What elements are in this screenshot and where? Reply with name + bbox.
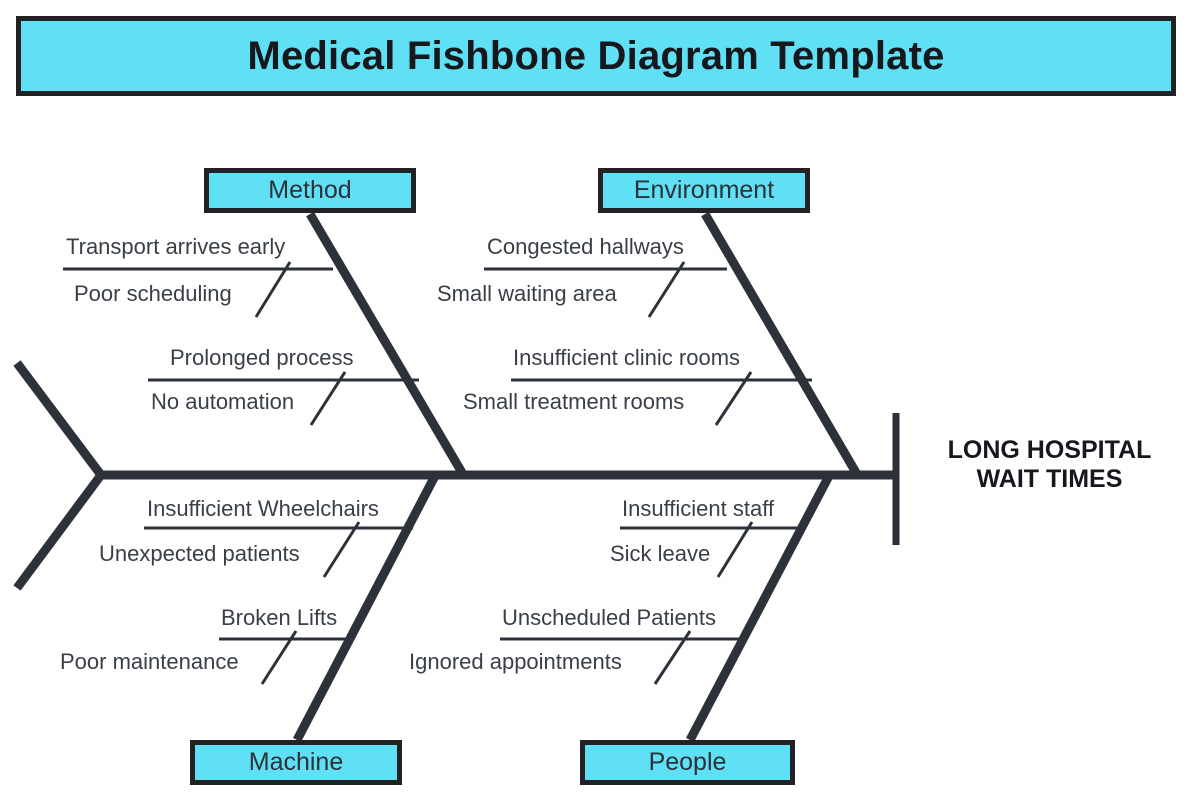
cause-method-g2-secondary: No automation bbox=[151, 389, 295, 414]
effect-statement: LONG HOSPITAL WAIT TIMES bbox=[912, 436, 1187, 494]
page-title: Medical Fishbone Diagram Template bbox=[247, 34, 945, 78]
cause-environment-g1-primary: Congested hallways bbox=[487, 234, 684, 259]
category-label-environment: Environment bbox=[633, 176, 775, 204]
category-box-method[interactable]: Method bbox=[204, 168, 416, 213]
category-label-people: People bbox=[648, 748, 727, 776]
category-box-people[interactable]: People bbox=[580, 740, 795, 785]
bone-people-g1-secondary bbox=[716, 521, 754, 578]
branch-people bbox=[686, 471, 834, 743]
category-label-machine: Machine bbox=[248, 748, 344, 776]
cause-people-g1-primary: Insufficient staff bbox=[622, 496, 775, 521]
effect-line-2: WAIT TIMES bbox=[976, 465, 1123, 493]
bone-machine-g2-secondary bbox=[260, 630, 298, 685]
cause-machine-g1-primary: Insufficient Wheelchairs bbox=[147, 496, 379, 521]
cause-method-g2-primary: Prolonged process bbox=[170, 345, 354, 370]
cause-method-g1-primary: Transport arrives early bbox=[66, 234, 286, 259]
bone-environment-g1-secondary bbox=[647, 261, 686, 318]
bone-people-g2-secondary bbox=[653, 630, 692, 685]
cause-people-g2-primary: Unscheduled Patients bbox=[502, 605, 717, 630]
bone-environment-g2-secondary bbox=[714, 371, 753, 426]
page-title-banner: Medical Fishbone Diagram Template bbox=[16, 16, 1176, 96]
cause-machine-g2-primary: Broken Lifts bbox=[221, 605, 338, 630]
cause-environment-g2-secondary: Small treatment rooms bbox=[463, 389, 685, 414]
category-label-method: Method bbox=[268, 176, 352, 204]
cause-environment-g1-secondary: Small waiting area bbox=[437, 281, 617, 306]
branch-method bbox=[306, 211, 468, 479]
tail-upper-fin bbox=[13, 360, 105, 478]
cause-method-g1-secondary: Poor scheduling bbox=[74, 281, 232, 306]
branch-machine bbox=[293, 471, 440, 743]
tail-lower-fin bbox=[13, 472, 105, 591]
cause-environment-g2-primary: Insufficient clinic rooms bbox=[513, 345, 741, 370]
bone-method-g1-secondary bbox=[254, 261, 292, 318]
category-box-environment[interactable]: Environment bbox=[598, 168, 810, 213]
effect-line-1: LONG HOSPITAL bbox=[947, 436, 1152, 464]
bone-machine-g1-secondary bbox=[322, 521, 361, 578]
bone-method-g2-secondary bbox=[309, 371, 347, 426]
cause-machine-g2-secondary: Poor maintenance bbox=[60, 649, 239, 674]
cause-people-g1-secondary: Sick leave bbox=[610, 541, 711, 566]
cause-machine-g1-secondary: Unexpected patients bbox=[99, 541, 300, 566]
category-box-machine[interactable]: Machine bbox=[190, 740, 402, 785]
cause-people-g2-secondary: Ignored appointments bbox=[409, 649, 622, 674]
branch-environment bbox=[701, 211, 862, 479]
